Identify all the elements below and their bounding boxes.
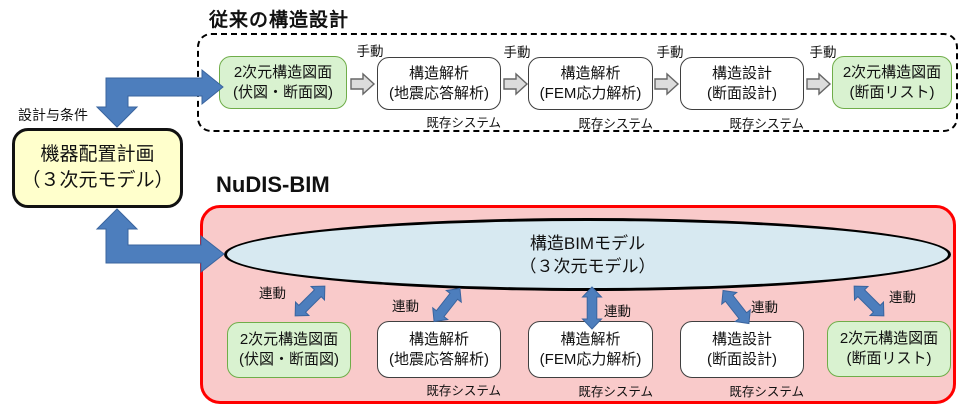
existing-system-label: 既存システム	[729, 117, 804, 131]
legacy-box-2d-drawing-list: 2次元構造図面 (断面リスト)	[832, 56, 952, 109]
existing-system-label: 既存システム	[426, 116, 501, 130]
manual-label-1: 手動	[356, 44, 384, 59]
link-label-4: 連動	[751, 300, 778, 315]
box-line1: 構造解析	[560, 330, 621, 348]
box-line2: (断面設計)	[707, 84, 777, 102]
nudis-box-section-design: 構造設計 (断面設計)	[680, 321, 804, 378]
box-line2: (FEM応力解析)	[539, 350, 642, 368]
box-line1: 2次元構造図面	[839, 330, 939, 347]
box-line1: 構造設計	[711, 330, 772, 348]
ellipse-line1: 構造BIMモデル	[529, 233, 646, 253]
box-line1: 2次元構造図面	[842, 63, 942, 81]
nudis-box-2d-drawing-plan: 2次元構造図面 (伏図・断面図)	[227, 322, 351, 378]
link-label-1: 連動	[259, 286, 286, 301]
existing-system-label: 既存システム	[578, 117, 653, 131]
box-line1: 2次元構造図面	[233, 63, 333, 81]
box-line1: 構造設計	[711, 64, 772, 82]
link-label-5: 連動	[889, 290, 916, 305]
link-label-3: 連動	[604, 304, 631, 319]
box-line2: （３次元モデル）	[21, 170, 174, 191]
equipment-layout-plan-box: 機器配置計画 （３次元モデル）	[12, 128, 183, 208]
nudis-box-fem-analysis: 構造解析 (FEM応力解析)	[528, 321, 653, 378]
design-condition-label: 設計与条件	[18, 107, 88, 123]
manual-label-2: 手動	[503, 45, 531, 60]
existing-system-label: 既存システム	[578, 385, 653, 399]
box-line2: (地震応答解析)	[389, 350, 489, 368]
box-line2: (伏図・断面図)	[239, 351, 339, 368]
box-line1: 2次元構造図面	[239, 331, 339, 348]
nudis-box-seismic-analysis: 構造解析 (地震応答解析)	[377, 321, 501, 378]
box-line2: (伏図・断面図)	[233, 83, 333, 101]
ellipse-line2: （３次元モデル）	[519, 256, 656, 276]
existing-system-label: 既存システム	[426, 384, 501, 398]
link-label-2: 連動	[392, 299, 419, 314]
manual-label-3: 手動	[656, 45, 684, 60]
box-line2: (地震応答解析)	[389, 84, 489, 102]
box-line2: (断面リスト)	[846, 350, 932, 367]
box-line2: (断面設計)	[707, 350, 777, 368]
legacy-section-title: 従来の構造設計	[209, 10, 350, 31]
legacy-box-section-design: 構造設計 (断面設計)	[680, 57, 804, 110]
legacy-box-seismic-analysis: 構造解析 (地震応答解析)	[377, 57, 501, 110]
legacy-box-fem-analysis: 構造解析 (FEM応力解析)	[528, 57, 653, 110]
box-line1: 機器配置計画	[40, 144, 155, 165]
manual-label-4: 手動	[809, 45, 837, 60]
nudis-section-title: NuDIS-BIM	[216, 172, 330, 197]
existing-system-label: 既存システム	[729, 385, 804, 399]
box-line2: (断面リスト)	[849, 83, 935, 101]
bim-model-ellipse: 構造BIMモデル （３次元モデル）	[224, 218, 951, 291]
box-line2: (FEM応力解析)	[539, 84, 642, 102]
nudis-box-2d-drawing-list: 2次元構造図面 (断面リスト)	[827, 321, 951, 377]
box-line1: 構造解析	[408, 64, 469, 82]
legacy-box-2d-drawing-plan: 2次元構造図面 (伏図・断面図)	[219, 56, 347, 109]
box-line1: 構造解析	[408, 330, 469, 348]
box-line1: 構造解析	[560, 64, 621, 82]
